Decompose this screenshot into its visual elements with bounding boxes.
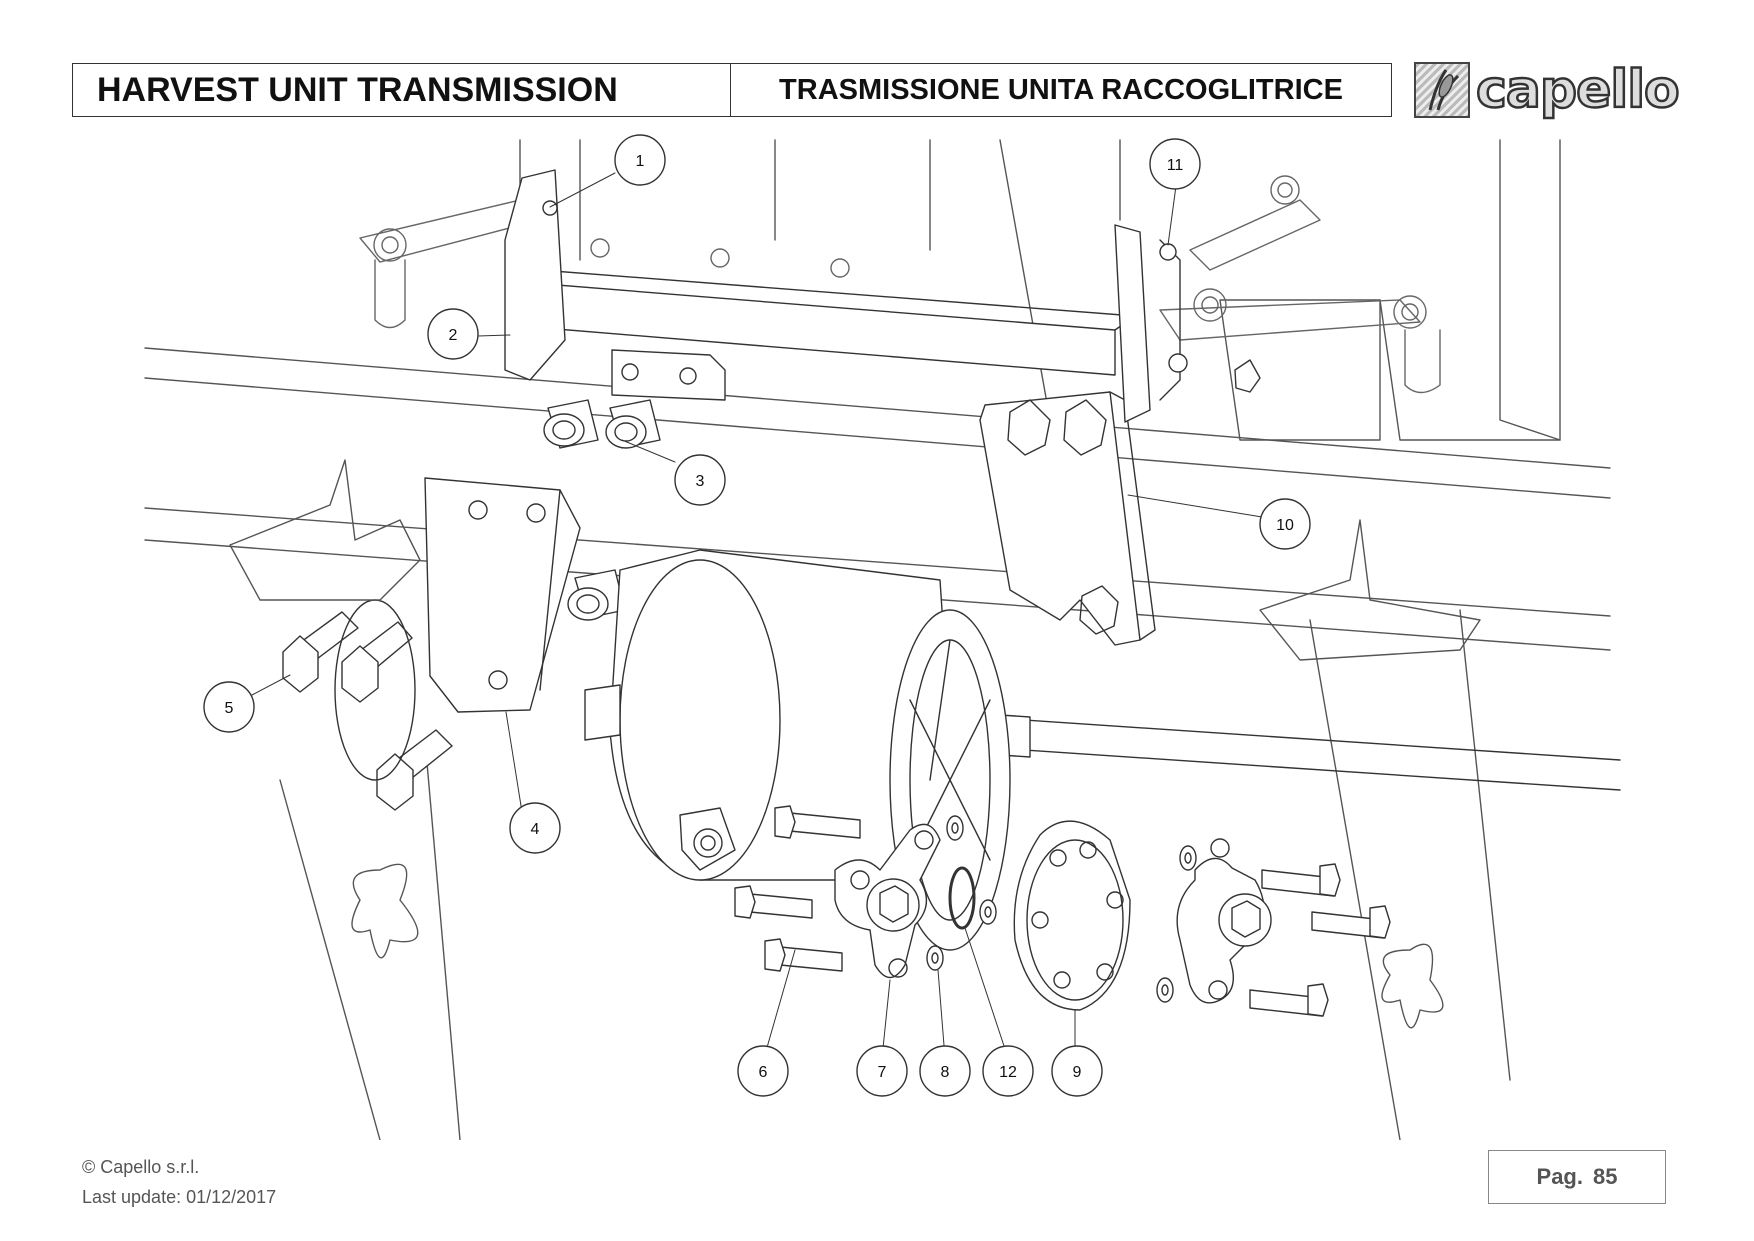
callout-5: 5	[203, 681, 255, 733]
corn-logo-icon	[1414, 62, 1470, 118]
header-bar: HARVEST UNIT TRANSMISSION TRASMISSIONE U…	[72, 63, 1392, 117]
tab-bracket	[611, 349, 726, 401]
gearbox-housing	[584, 549, 961, 881]
svg-text:3: 3	[696, 473, 705, 490]
callout-12: 12	[982, 1045, 1034, 1097]
svg-text:1: 1	[636, 153, 645, 170]
part-11-plate	[1114, 224, 1261, 423]
callout-4: 4	[509, 802, 561, 854]
callout-2: 2	[427, 308, 479, 360]
part-12-circlip	[948, 866, 976, 930]
part-5-bolts	[282, 599, 453, 811]
callout-1: 1	[614, 134, 666, 186]
part-4-bracket	[424, 477, 581, 713]
svg-text:10: 10	[1276, 517, 1294, 534]
page-label: Pag.	[1536, 1164, 1583, 1189]
footer-info: © Capello s.r.l. Last update: 01/12/2017	[82, 1152, 276, 1212]
page-number-box: Pag. 85	[1488, 1150, 1666, 1204]
callout-7: 7	[856, 1045, 908, 1097]
drive-shaft	[949, 711, 1621, 791]
callout-bubbles: 1 2 3 4 5 6 7 8	[203, 134, 1311, 1097]
svg-text:6: 6	[759, 1064, 768, 1081]
page-number: 85	[1592, 1164, 1618, 1189]
part-9-coupling	[1013, 820, 1131, 1011]
svg-text:5: 5	[225, 700, 234, 717]
logo-wordmark: capello	[1475, 60, 1681, 120]
svg-text:2: 2	[449, 327, 458, 344]
svg-text:8: 8	[941, 1064, 950, 1081]
part-3-spacers	[543, 399, 661, 621]
svg-text:4: 4	[531, 821, 540, 838]
svg-text:11: 11	[1167, 157, 1184, 174]
callout-10: 10	[1259, 498, 1311, 550]
last-update-text: Last update: 01/12/2017	[82, 1187, 277, 1207]
copyright-text: © Capello s.r.l.	[82, 1157, 200, 1177]
svg-text:12: 12	[999, 1064, 1017, 1081]
part-2-plate	[504, 169, 566, 381]
svg-text:7: 7	[878, 1064, 887, 1081]
callout-3: 3	[674, 454, 726, 506]
exploded-parts-diagram: 1 2 3 4 5 6 7 8	[144, 134, 1621, 1140]
callout-8: 8	[919, 1045, 971, 1097]
leader-lines	[251, 172, 1263, 1059]
callout-9: 9	[1051, 1045, 1103, 1097]
part-7-flanges	[834, 823, 1272, 1004]
title-english: HARVEST UNIT TRANSMISSION	[73, 64, 731, 116]
side-plates	[229, 459, 1481, 1029]
part-6-bolts	[734, 805, 1391, 1017]
part-10-bracket	[979, 391, 1156, 646]
callout-11: 11	[1149, 138, 1201, 190]
frame-rails	[144, 139, 1611, 1140]
title-italian: TRASMISSIONE UNITA RACCOGLITRICE	[779, 73, 1343, 106]
capello-logo: capello	[1414, 60, 1681, 120]
svg-text:9: 9	[1073, 1064, 1082, 1081]
part-8-washers	[926, 815, 1197, 1003]
callout-6: 6	[737, 1045, 789, 1097]
